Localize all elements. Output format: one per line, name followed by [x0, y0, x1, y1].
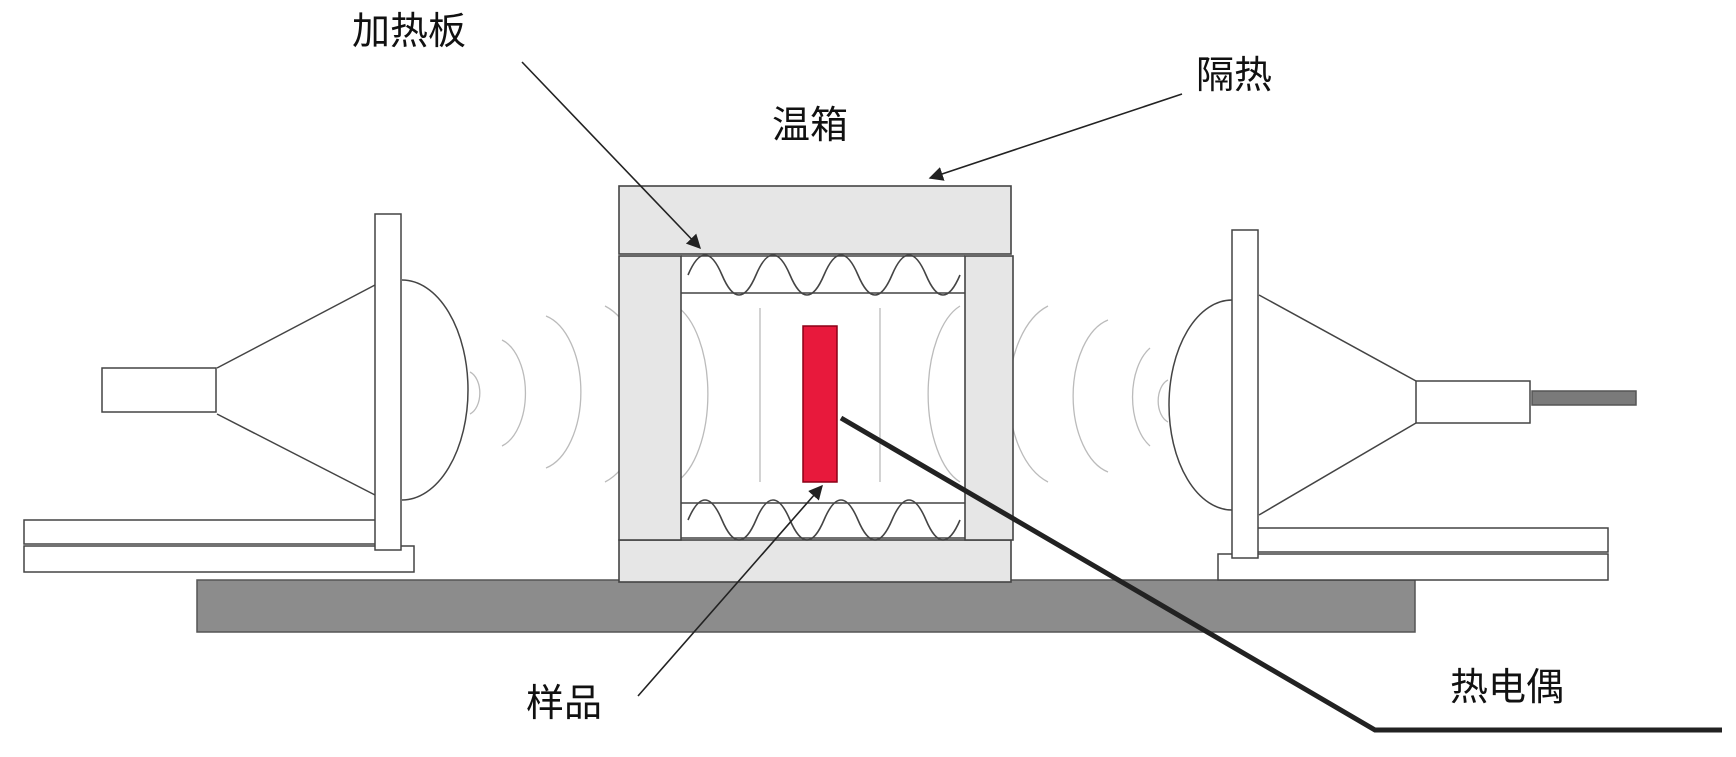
thermocouple-label: 热电偶 — [1450, 665, 1565, 709]
thermocouple-wire — [839, 415, 1722, 733]
heater-plate-label: 加热板 — [352, 9, 467, 53]
sample-label: 样品 — [526, 681, 603, 725]
right-horn-antenna — [1168, 229, 1637, 581]
base-platform — [196, 579, 1416, 633]
heater-plate-leader — [521, 61, 701, 250]
sample-leader — [637, 484, 823, 697]
oven-label: 温箱 — [772, 103, 849, 147]
left-horn-antenna — [23, 213, 469, 573]
sample — [802, 325, 838, 483]
heater-plates — [681, 254, 965, 541]
insulation-label: 隔热 — [1196, 53, 1273, 97]
insulation-leader — [928, 93, 1183, 181]
oven-insulation — [618, 185, 1014, 583]
